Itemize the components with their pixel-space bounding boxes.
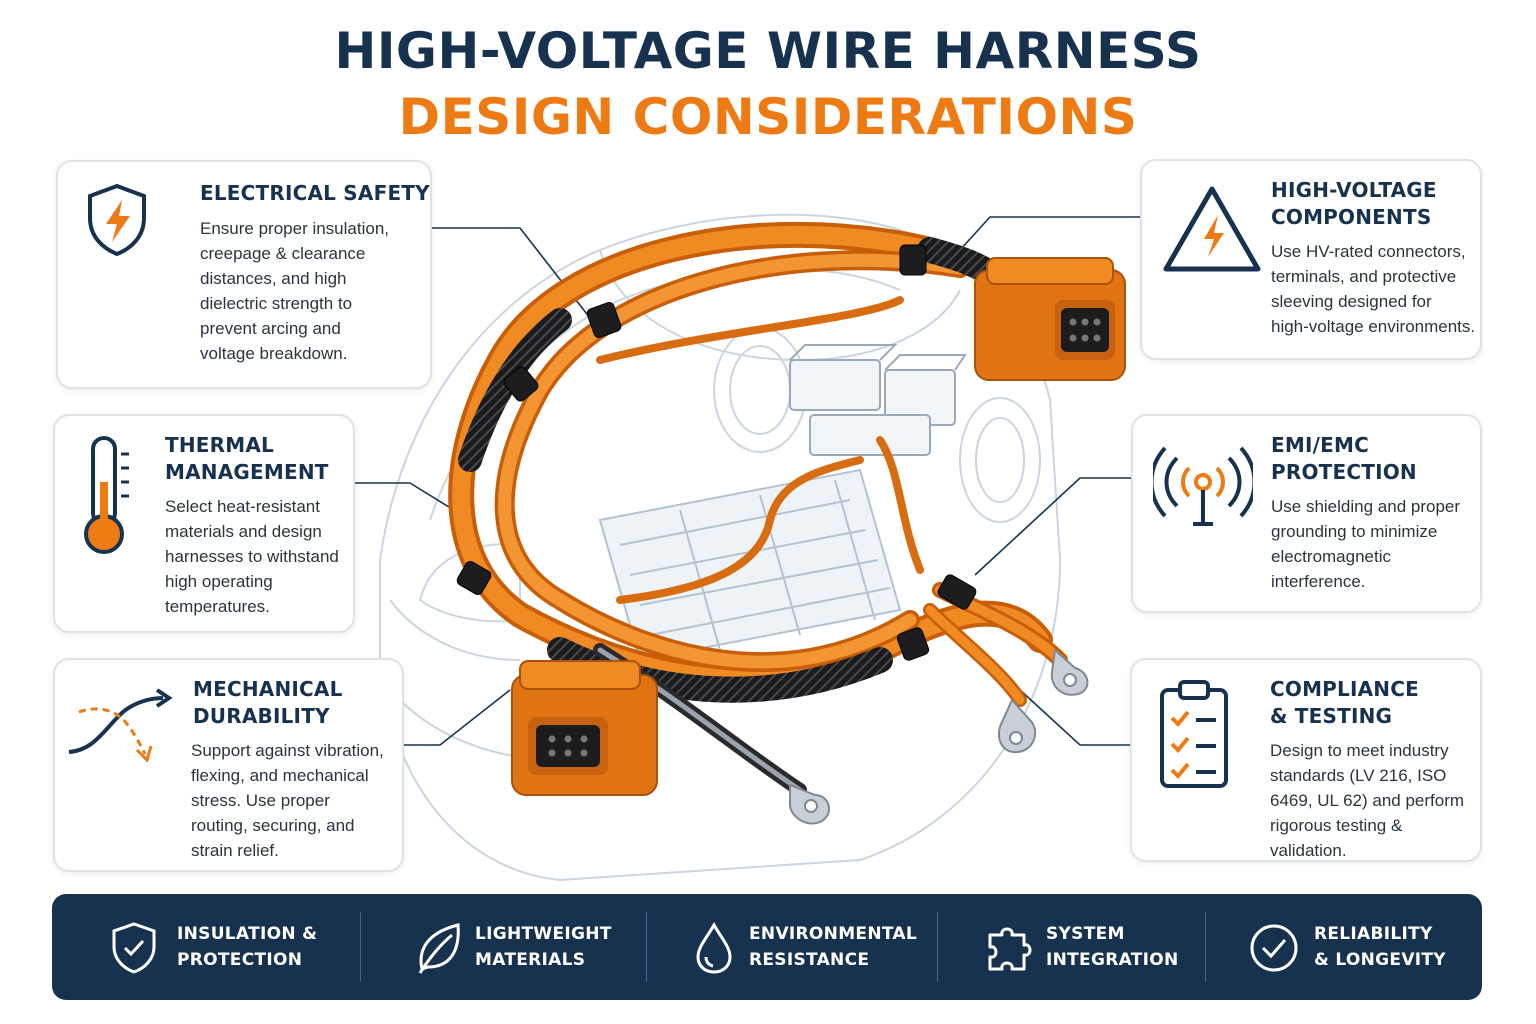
check-circle-icon (1250, 924, 1298, 972)
title-line-2: DESIGN CONSIDERATIONS (398, 88, 1138, 146)
card-emi-emc: EMI/EMC PROTECTION Use shielding and pro… (1131, 414, 1482, 613)
electrical-safety-text: Ensure proper insulation, creepage & cle… (200, 219, 390, 363)
hv-connector-bottom (511, 660, 658, 796)
cable-clips (456, 244, 977, 661)
feature-insulation-label: INSULATION &PROTECTION (177, 924, 318, 970)
water-drop-icon (696, 921, 732, 974)
ring-terminals (789, 647, 1089, 825)
hv-components-title: HIGH-VOLTAGE COMPONENTS (1271, 178, 1437, 229)
card-mechanical-durability: MECHANICAL DURABILITY Support against vi… (53, 658, 404, 872)
flex-arrow-icon (68, 688, 173, 763)
thermal-management-title: THERMAL MANAGEMENT (165, 433, 329, 484)
card-compliance-testing: COMPLIANCE & TESTING Design to meet indu… (1130, 658, 1482, 862)
drive-unit (789, 344, 967, 456)
card-thermal-management: THERMAL MANAGEMENT Select heat-resistant… (53, 414, 355, 633)
feature-reliability: RELIABILITY& LONGEVITY (1248, 894, 1468, 1000)
title-line-1: HIGH-VOLTAGE WIRE HARNESS (334, 22, 1202, 80)
thermometer-icon (84, 436, 129, 554)
warning-triangle-icon (1163, 186, 1261, 272)
feature-reliability-label: RELIABILITY& LONGEVITY (1314, 924, 1446, 970)
bar-divider (1205, 912, 1206, 982)
mechanical-durability-text: Support against vibration, flexing, and … (191, 741, 384, 860)
antenna-signal-icon (1153, 446, 1253, 526)
electrical-safety-title: ELECTRICAL SAFETY (200, 181, 430, 205)
puzzle-piece-icon (988, 927, 1032, 971)
leader-lines (355, 216, 1140, 746)
hv-connector-top (974, 257, 1126, 381)
hv-components-text: Use HV-rated connectors, terminals, and … (1271, 242, 1476, 336)
shield-check-icon (112, 922, 156, 974)
feature-insulation: INSULATION &PROTECTION (110, 894, 370, 1000)
card-hv-components: HIGH-VOLTAGE COMPONENTS Use HV-rated con… (1140, 159, 1482, 360)
bar-divider (360, 912, 361, 982)
card-electrical-safety: ELECTRICAL SAFETY Ensure proper insulati… (56, 160, 432, 389)
thermal-management-text: Select heat-resistant materials and desi… (165, 497, 339, 616)
leaf-icon (418, 923, 460, 974)
mechanical-durability-title: MECHANICAL DURABILITY (193, 677, 343, 728)
bar-divider (937, 912, 938, 982)
emi-emc-text: Use shielding and proper grounding to mi… (1271, 497, 1461, 591)
bar-divider (646, 912, 647, 982)
shield-lightning-icon (88, 183, 146, 257)
checklist-clipboard-icon (1160, 680, 1228, 788)
compliance-title: COMPLIANCE & TESTING (1270, 677, 1419, 728)
compliance-text: Design to meet industry standards (LV 21… (1270, 741, 1465, 860)
emi-emc-title: EMI/EMC PROTECTION (1271, 433, 1417, 484)
